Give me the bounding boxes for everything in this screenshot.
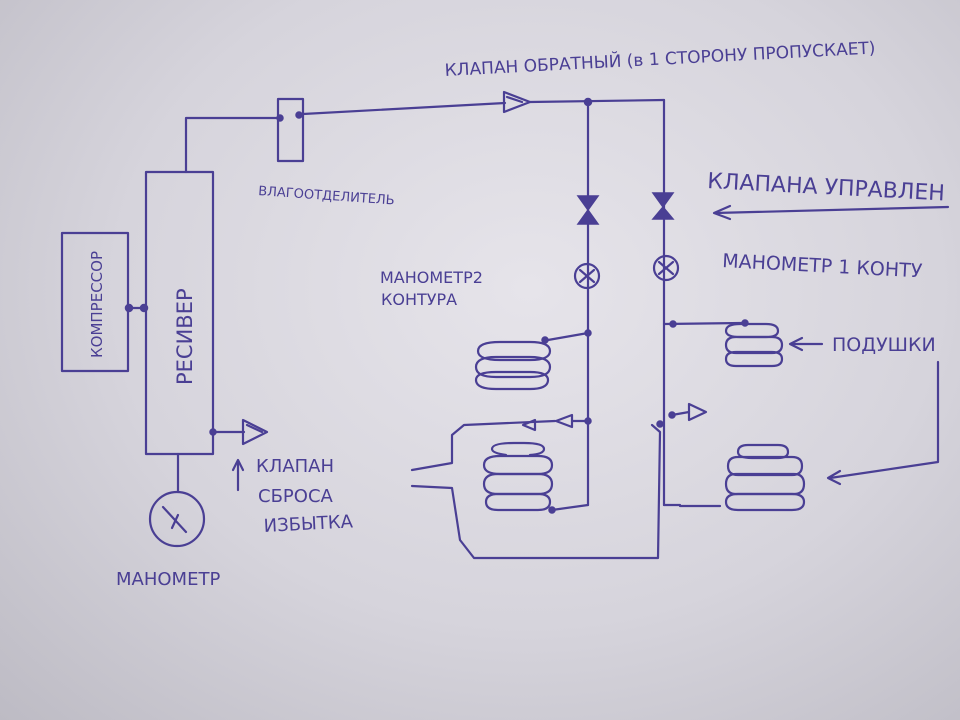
air-cushion-icon bbox=[724, 319, 784, 368]
check-valve-icon bbox=[502, 90, 532, 114]
moisture-separator bbox=[276, 97, 305, 163]
air-cushion-icon bbox=[482, 441, 556, 514]
check-valve-label: КЛАПАН ОБРАТНЫЙ (в 1 СТОРОНУ ПРОПУСКАЕТ) bbox=[444, 36, 876, 81]
shutoff-valve-icon bbox=[576, 195, 600, 225]
pressure-gauge-icon bbox=[652, 254, 680, 282]
control-valves-label: КЛАПАНА УПРАВЛЕН bbox=[707, 169, 946, 206]
cushions-label: ПОДУШКИ bbox=[832, 334, 936, 356]
relief-label-line1: КЛАПАН bbox=[256, 456, 334, 477]
main-gauge-label: МАНОМЕТР bbox=[116, 569, 220, 590]
air-cushion-icon bbox=[724, 443, 806, 512]
separator-label: ВЛАГООТДЕЛИТЕЛЬ bbox=[258, 184, 395, 208]
receiver-label: РЕСИВЕР bbox=[173, 288, 197, 385]
air-cushion-icon bbox=[474, 336, 552, 391]
pressure-gauge-icon bbox=[148, 490, 206, 548]
compressor-block bbox=[60, 231, 130, 373]
compressor-label: КОМПРЕССОР bbox=[88, 251, 106, 358]
shutoff-valve-icon bbox=[651, 192, 675, 220]
relief-label-line3: ИЗБЫТКА bbox=[263, 511, 354, 537]
gauge2-label-line2: КОНТУРА bbox=[381, 290, 457, 309]
gauge1-label: МАНОМЕТР 1 КОНТУ bbox=[722, 250, 923, 282]
relief-label-line2: СБРОСА bbox=[258, 486, 334, 507]
receiver-tank bbox=[144, 170, 215, 456]
pressure-gauge-icon bbox=[573, 262, 601, 290]
relief-valve-icon bbox=[241, 418, 269, 446]
gauge2-label-line1: МАНОМЕТР2 bbox=[380, 268, 483, 287]
pipe-receiver-separator bbox=[184, 116, 280, 174]
